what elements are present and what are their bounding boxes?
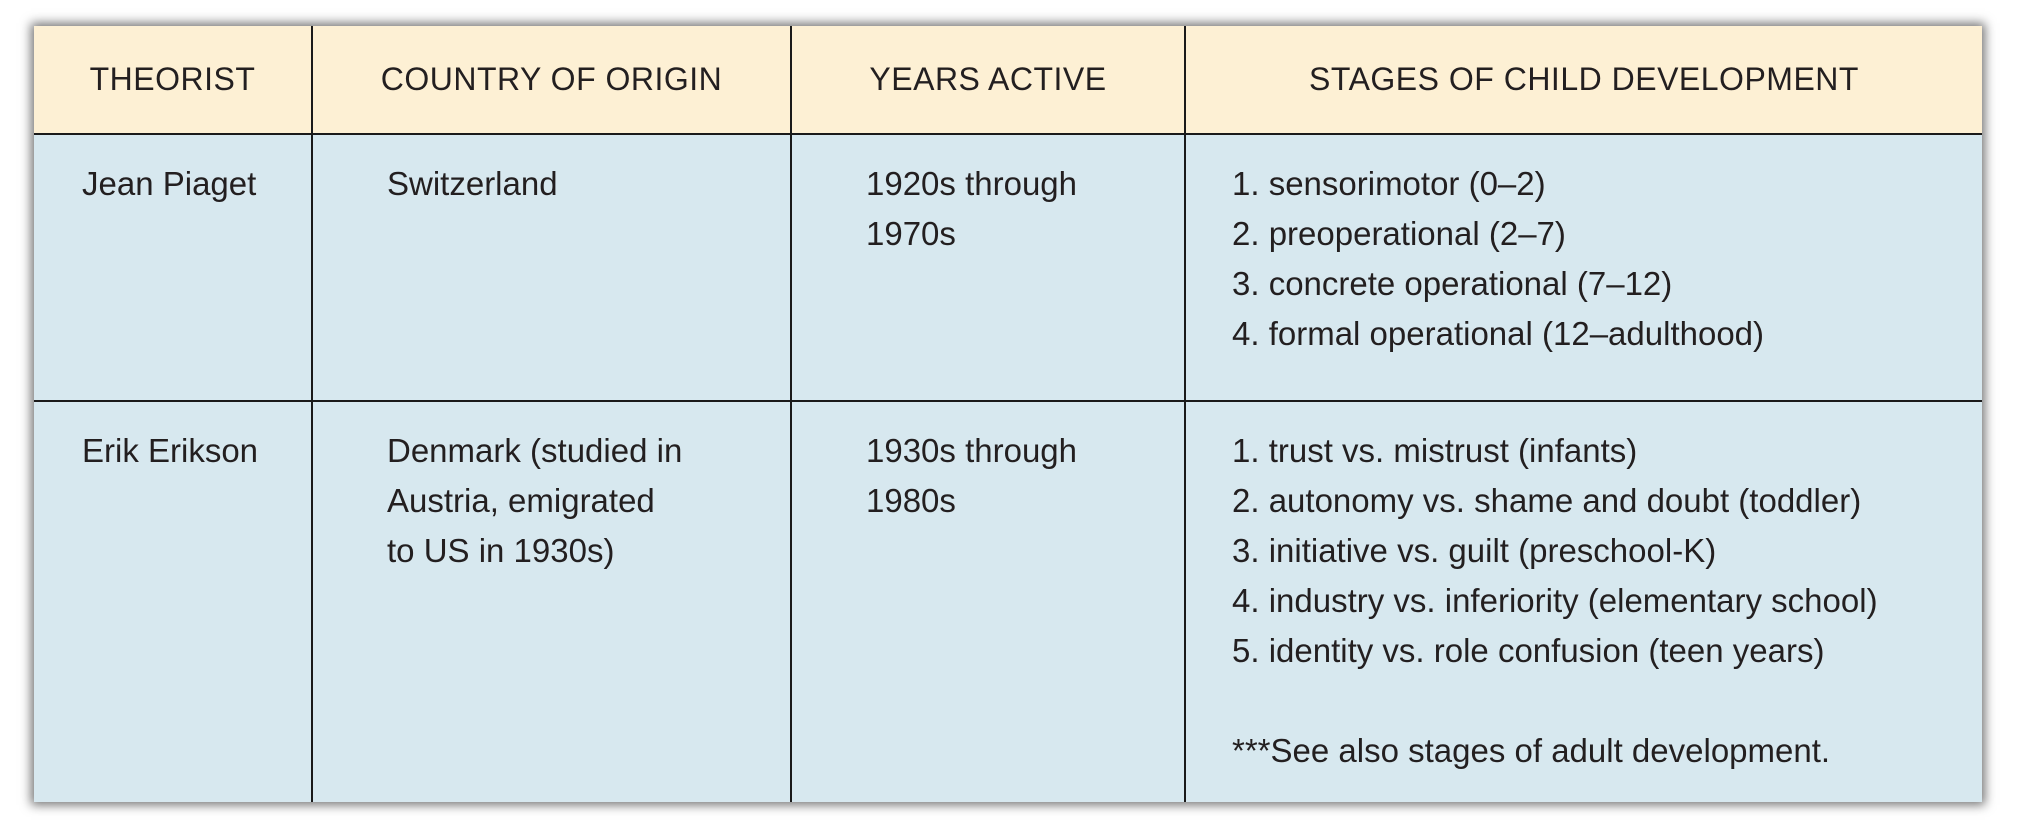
country-line: Switzerland	[387, 165, 558, 202]
stage-item: 1. sensorimotor (0–2)	[1232, 165, 1546, 202]
table-row: Jean Piaget Switzerland 1920s through 19…	[34, 134, 1982, 402]
header-stages-of-child-development: STAGES OF CHILD DEVELOPMENT	[1185, 26, 1982, 135]
stage-item: 3. concrete operational (7–12)	[1232, 265, 1673, 302]
years-line: 1920s through	[866, 165, 1078, 202]
stage-item: 4. formal operational (12–adulthood)	[1232, 315, 1765, 352]
country-cell: Denmark (studied in Austria, emigrated t…	[312, 400, 792, 802]
stage-item: 2. preoperational (2–7)	[1232, 215, 1566, 252]
stage-item: 3. initiative vs. guilt (preschool-K)	[1232, 531, 1717, 569]
stage-item: 4. industry vs. inferiority (elementary …	[1232, 581, 1878, 619]
country-cell: Switzerland	[312, 134, 792, 402]
country-line: Austria, emigrated	[387, 481, 655, 519]
header-years-active: YEARS ACTIVE	[791, 26, 1186, 135]
see-also-note: ***See also stages of adult development.	[1232, 731, 1831, 769]
theorist-cell: Jean Piaget	[34, 134, 313, 402]
years-active-cell: 1930s through 1980s	[791, 400, 1186, 802]
years-line: 1970s	[866, 215, 956, 252]
child-development-theorists-table: THEORIST COUNTRY OF ORIGIN YEARS ACTIVE …	[34, 26, 1982, 802]
stage-item: 1. trust vs. mistrust (infants)	[1232, 431, 1638, 469]
stages-cell: 1. trust vs. mistrust (infants) 2. auton…	[1185, 400, 1982, 802]
stage-item: 2. autonomy vs. shame and doubt (toddler…	[1232, 481, 1862, 519]
theorists-table-frame: THEORIST COUNTRY OF ORIGIN YEARS ACTIVE …	[34, 26, 1982, 802]
country-line: Denmark (studied in	[387, 431, 683, 469]
header-theorist: THEORIST	[34, 26, 313, 135]
table-row: Erik Erikson Denmark (studied in Austria…	[34, 400, 1982, 802]
years-line: 1930s through	[866, 431, 1078, 469]
header-row: THEORIST COUNTRY OF ORIGIN YEARS ACTIVE …	[34, 26, 1982, 135]
stage-item: 5. identity vs. role confusion (teen yea…	[1232, 631, 1825, 669]
years-line: 1980s	[866, 481, 956, 519]
country-line: to US in 1930s)	[387, 531, 615, 569]
stages-cell: 1. sensorimotor (0–2) 2. preoperational …	[1185, 134, 1982, 402]
theorist-cell: Erik Erikson	[34, 400, 313, 802]
years-active-cell: 1920s through 1970s	[791, 134, 1186, 402]
header-country-of-origin: COUNTRY OF ORIGIN	[312, 26, 792, 135]
